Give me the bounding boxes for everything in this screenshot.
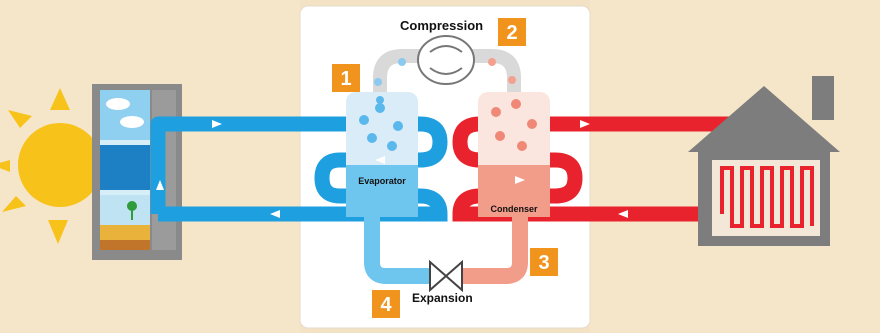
condenser-coil [452,116,583,222]
evaporator-coil [314,116,448,222]
compressor-icon [417,35,475,85]
step-badge-2: 2 [498,18,526,46]
expansion-label: Expansion [412,291,473,305]
window-icon [92,84,182,260]
condenser-label: Condenser [490,204,538,214]
svg-text:3: 3 [538,252,549,274]
evaporator-label: Evaporator [358,176,406,186]
condenser-tank [462,92,550,284]
compression-label: Compression [400,18,483,33]
svg-text:2: 2 [506,22,517,44]
expansion-valve-icon [429,259,463,293]
step-badge-3: 3 [530,248,558,276]
svg-text:1: 1 [340,68,351,90]
cold-loop [150,116,352,222]
evaporator-tank [346,92,430,284]
radiator-icon [720,166,814,228]
step-badge-1: 1 [332,64,360,92]
sun-icon [0,88,102,244]
svg-text:4: 4 [380,294,392,316]
step-badge-4: 4 [372,290,400,318]
